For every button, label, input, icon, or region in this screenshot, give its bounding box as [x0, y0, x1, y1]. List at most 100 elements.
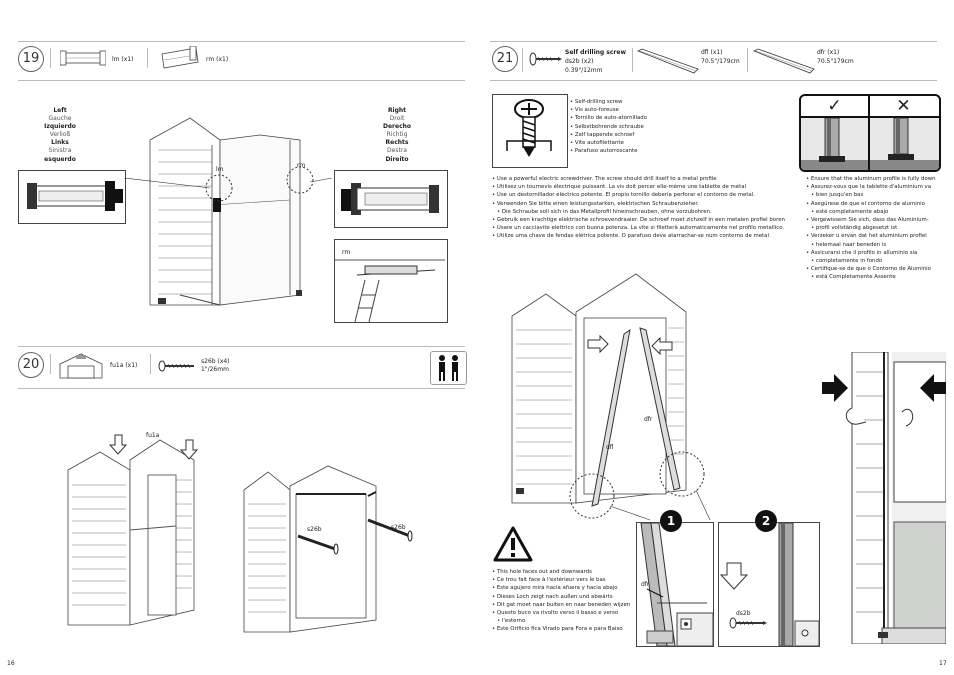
rm-profile-detail — [334, 170, 448, 228]
right-language-list: Right Droit Derecho Richtig Rechts Destr… — [377, 107, 417, 164]
hole-note: Ce trou fait face à l'extérieur vers le … — [492, 576, 630, 584]
shed-drawing-step21 — [511, 273, 711, 521]
lang-left-de: Verlioß — [49, 131, 71, 139]
profile-notes-list: Ensure that the aluminum profile is full… — [806, 175, 936, 282]
lang-right-de: Richtig — [386, 131, 408, 139]
driver-note: Gebruik een krachtige elektrische schroe… — [492, 216, 785, 224]
profile-note: bien jusqu'en bas — [806, 191, 936, 199]
header-rule-top — [18, 41, 465, 42]
correct-incorrect-box: ✓ ✕ — [799, 94, 941, 172]
header-rule-top — [490, 41, 937, 42]
divider — [747, 48, 748, 72]
divider — [522, 48, 523, 72]
screw-s26b-icon — [158, 360, 194, 372]
shed-drawing-step19 — [149, 117, 314, 306]
check-icon: ✓ — [827, 96, 842, 116]
screw-name: Zelf tappende schroef — [570, 131, 647, 139]
divider — [50, 48, 51, 68]
warning-icon — [493, 526, 533, 562]
profile-note: Verzeker u ervan dat het aluminium profi… — [806, 232, 936, 240]
profile-press-drawing — [822, 352, 946, 644]
screw-names-list: Self-drilling screw Vis auto-foreuse Tor… — [570, 98, 647, 155]
detail-box-2 — [718, 522, 820, 647]
screw-code: ds2b (x2) — [565, 58, 594, 65]
divider — [632, 48, 633, 72]
lang-right-nl: Rechts — [385, 139, 409, 147]
label-lm: lm — [216, 166, 224, 173]
divider — [868, 96, 870, 170]
lm-profile-drawing — [27, 181, 123, 211]
screw-detail-box — [492, 94, 568, 168]
hole-note: Questo buco va rivolto verso il basso e … — [492, 609, 630, 617]
driver-note: Utilisez un tournevis électrique puissan… — [492, 183, 785, 191]
part-rm-label: rm (x1) — [206, 56, 229, 63]
dfl-size: 70.5"/179cm — [701, 58, 740, 65]
lang-left-en: Left — [53, 107, 67, 114]
lang-left-pt: esquerdo — [44, 155, 76, 163]
profile-lm-icon — [60, 50, 106, 66]
page-number-left: 16 — [7, 660, 15, 667]
screw-size: 0.39"/12mm — [565, 67, 603, 74]
two-person-icon — [430, 351, 467, 385]
driver-notes-list: Use a powerful electric screwdriver. The… — [492, 175, 785, 241]
lang-right-pt: Direito — [385, 155, 409, 163]
incorrect-profile-drawing — [870, 118, 939, 170]
profile-note: Assurez-vous que la tablette d'aluminium… — [806, 183, 936, 191]
divider — [147, 48, 148, 68]
part-s26b-label: s26b (x4) — [201, 358, 230, 365]
detail-2-label: ds2b — [736, 610, 751, 617]
fu1a-part-icon — [59, 353, 103, 379]
header-rule-bottom — [490, 80, 937, 81]
rm-installation-detail — [334, 239, 448, 323]
label-s26b-2: s26b — [391, 524, 406, 531]
divider — [801, 116, 939, 118]
screw-name: Tornillo de auto-atornillado — [570, 114, 647, 122]
label-rm-detail: rm — [342, 249, 351, 256]
lang-left-it: Sinistra — [48, 147, 72, 155]
header-rule-bottom — [18, 388, 465, 389]
detail-box-1 — [636, 522, 714, 647]
header-rule-bottom — [18, 80, 465, 81]
profile-rm-icon — [161, 46, 199, 69]
shed-drawing-step20a — [67, 434, 199, 626]
page-number-right: 17 — [939, 660, 947, 667]
label-fu1a: fu1a — [146, 432, 160, 439]
screw-title: Self drilling screw — [565, 49, 626, 56]
dfr-size: 70.5"179cm — [817, 58, 854, 65]
detail-1-number: 1 — [660, 510, 682, 532]
header-rule-top — [18, 346, 465, 347]
screw-name: Vis auto-foreuse — [570, 106, 647, 114]
lang-right-es: Derecho — [382, 123, 412, 131]
hole-note: Este agujero mira hacia afuera y hacia a… — [492, 584, 630, 592]
screw-name: Vite autofilettante — [570, 139, 647, 147]
left-language-list: Left Gauche Izquierdo Verlioß Links Sini… — [40, 107, 80, 164]
screw-name: Self-drilling screw — [570, 98, 647, 106]
divider — [50, 354, 51, 374]
hole-note: Dit gat moet naar buiten en naar beneden… — [492, 601, 630, 609]
profile-note: profil vollständig abgesetzt ist — [806, 224, 936, 232]
label-dfl: dfl — [606, 444, 614, 451]
lang-right-it: Destra — [387, 147, 407, 155]
lang-left-es: Izquierdo — [44, 123, 76, 131]
profile-note: está Completamente Assente — [806, 273, 936, 281]
cross-icon: ✕ — [896, 96, 911, 116]
dfr-profile-icon — [753, 48, 815, 74]
detail-1-drawing — [637, 523, 713, 646]
label-s26b-1: s26b — [307, 526, 322, 533]
lang-right-en: Right — [387, 107, 407, 114]
hole-notes-list: This hole faces out and downwards Ce tro… — [492, 568, 630, 634]
profile-note: Ensure that the aluminum profile is full… — [806, 175, 936, 183]
lang-left-fr: Gauche — [48, 115, 72, 123]
label-dfr: dfr — [644, 416, 653, 423]
dfr-label: dfr (x1) — [817, 49, 840, 56]
rm-profile-drawing — [341, 183, 439, 215]
correct-profile-drawing — [801, 118, 868, 170]
driver-note: Verwenden Sie bitte einen leistungsstark… — [492, 200, 785, 208]
profile-note: Asegúrese de que el contorno de aluminio — [806, 200, 936, 208]
driver-note: Usare un cacciavite elettrico con buona … — [492, 224, 785, 232]
hole-note: Dieses Loch zeigt nach außen und abwärts — [492, 593, 630, 601]
screw-name: Parafuso autorroscante — [570, 147, 647, 155]
profile-note: completamente in fondo — [806, 257, 936, 265]
profile-note: helemaal naar beneden is — [806, 241, 936, 249]
detail-1-label: dfr — [641, 581, 650, 588]
